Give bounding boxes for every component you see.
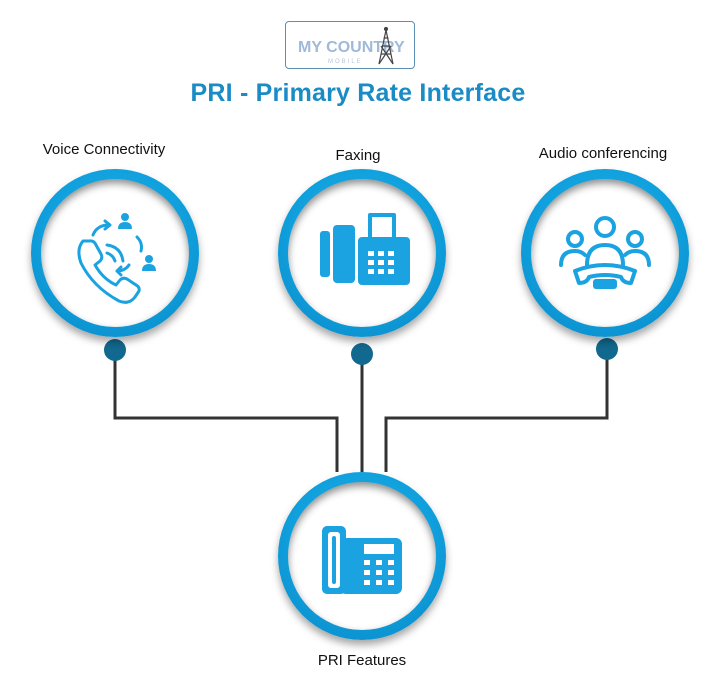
- audio-conferencing-circle: [531, 179, 679, 327]
- faxing-node: [278, 169, 446, 337]
- audio-conferencing-label: Audio conferencing: [538, 145, 668, 162]
- fax-machine-icon: [320, 213, 410, 285]
- connector-dot-faxing: [351, 343, 373, 365]
- voice-connectivity-node: [31, 169, 199, 337]
- logo-graphic: MY COUNTRY MOBILE: [298, 26, 405, 65]
- connector-audio: [384, 350, 609, 472]
- desk-phone-icon: [322, 526, 402, 594]
- my-country-mobile-logo: MY COUNTRY MOBILE: [285, 21, 415, 69]
- pri-features-circle: [288, 482, 436, 630]
- connector-voice: [113, 352, 339, 472]
- logo-subtext: MOBILE: [328, 59, 363, 65]
- connector-paths: [113, 350, 609, 472]
- faxing-circle: [288, 179, 436, 327]
- voice-connectivity-label: Voice Connectivity: [42, 141, 166, 158]
- pri-features-label: PRI Features: [317, 652, 407, 669]
- audio-conference-icon: [559, 216, 651, 289]
- phone-call-transfer-icon: [77, 213, 156, 304]
- voice-connectivity-circle: [41, 179, 189, 327]
- connector-dot-voice: [104, 339, 126, 361]
- pri-features-node: [278, 472, 446, 640]
- logo-text: MY COUNTRY: [298, 39, 405, 56]
- connector-dot-audio: [596, 338, 618, 360]
- audio-conferencing-node: [521, 169, 689, 337]
- faxing-label: Faxing: [335, 147, 381, 164]
- page-title: PRI - Primary Rate Interface: [190, 79, 526, 107]
- tower-icon: [378, 26, 394, 65]
